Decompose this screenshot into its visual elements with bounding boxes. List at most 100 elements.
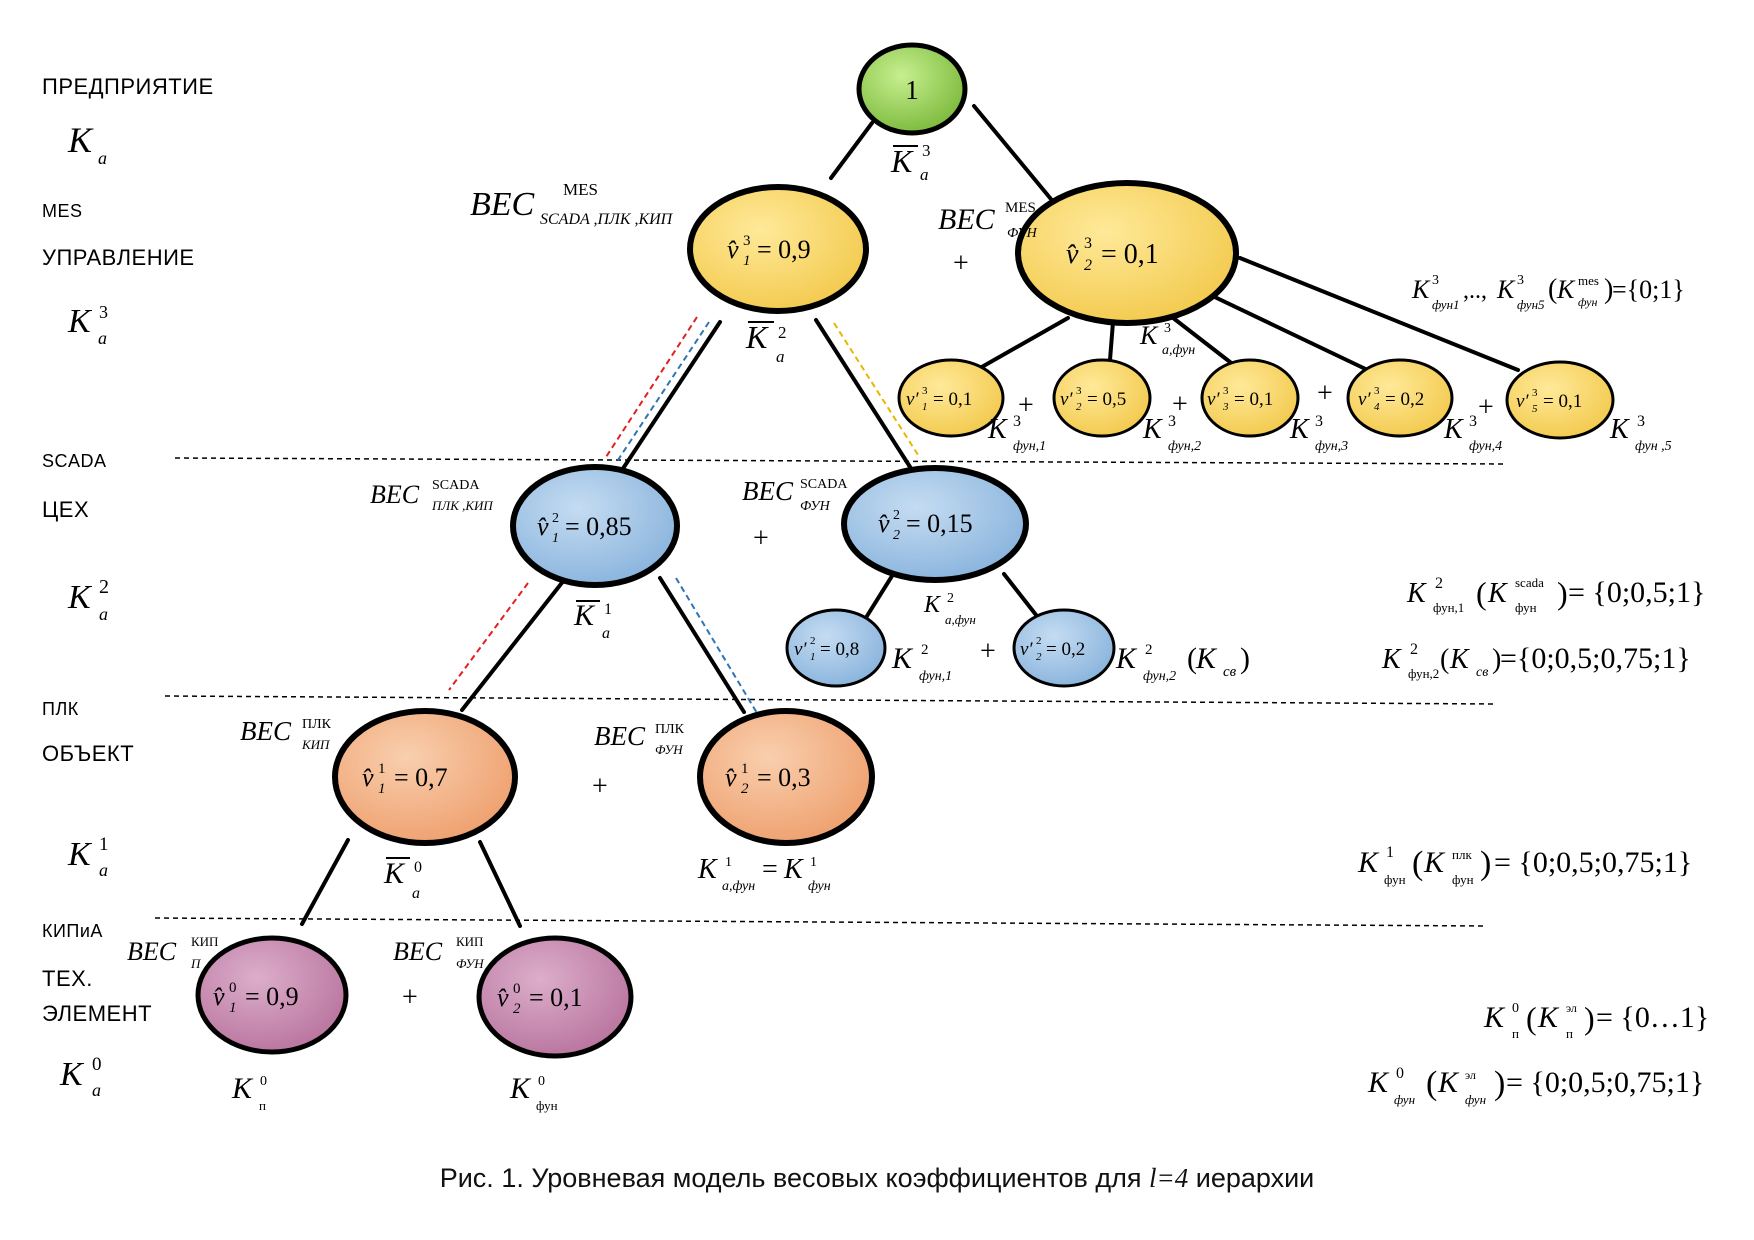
svg-text:ВЕС: ВЕС [594,721,646,751]
svg-text:K: K [890,143,914,179]
svg-text:K: K [1357,846,1380,879]
svg-text:MES: MES [1005,200,1036,216]
node-l3-2 [1015,180,1239,326]
svg-text:1: 1 [229,1000,237,1016]
svg-text:K: K [509,1072,532,1105]
caption-text: Рис. 1. Уровневая модель весовых коэффиц… [439,1163,1150,1193]
weight-scada-plc-kip: ВЕС SCADA ПЛК ,КИП [370,478,494,513]
weight-plc-fun: ВЕС ПЛК ФУН [594,721,685,757]
svg-text:3: 3 [743,233,751,249]
node-root [856,42,968,136]
svg-text:a: a [602,625,610,642]
svg-text:3: 3 [99,302,108,322]
svg-text:3: 3 [1532,387,1538,399]
svg-text:K: K [1406,578,1427,609]
svg-text:0: 0 [513,981,521,997]
svg-text:П: П [190,956,202,971]
svg-text:a: a [412,885,420,902]
figure-caption: Рис. 1. Уровневая модель весовых коэффиц… [0,1163,1754,1194]
svg-text:+: + [1172,389,1188,420]
node-l2-2 [841,465,1029,583]
node-l3-f1-label: v′ 1 3 = 0,1 [906,385,972,413]
coefficient-labels: K a 3 K a 2 K a 1 K a 0 K a,фун 3 K [231,141,1672,1113]
edge-l1-1-l0-2 [478,840,522,928]
separator-kip [154,917,1486,927]
svg-text:3: 3 [1469,413,1477,430]
node-l3-f5-label: v′ 5 3 = 0,1 [1516,387,1582,415]
svg-text:K: K [923,592,942,618]
svg-text:): ) [1494,1065,1505,1102]
weight-mes-scada-plc-kip: ВЕС MES SCADA ,ПЛК ,КИП [470,180,674,228]
edge-l2-2-f2 [1002,572,1042,622]
svg-text:ФУН: ФУН [655,742,683,757]
node-l3-f3-label: v′ 3 3 = 0,1 [1207,385,1273,413]
edge-l2-1-l1-1 [460,573,570,712]
svg-text:= 0,5: = 0,5 [1087,389,1126,410]
node-l0-1 [195,935,349,1055]
svg-text:фун: фун [1515,600,1537,615]
svg-text:фун: фун [1384,872,1406,887]
svg-text:K: K [1115,642,1138,675]
svg-text:v̂: v̂ [727,235,739,264]
svg-text:v′: v′ [1020,639,1033,660]
svg-text:= 0,2: = 0,2 [1385,389,1424,410]
level-symbols: K a K a 3 K a 2 K a 1 K a 0 [59,120,109,1100]
svg-text:2: 2 [1036,635,1042,647]
svg-text:2: 2 [1036,651,1042,663]
separator-scada [174,457,1506,465]
svg-text:3: 3 [1223,385,1229,397]
svg-text:K: K [1423,846,1446,879]
node-root-label: 1 [905,75,919,105]
svg-text:1: 1 [741,761,749,777]
level-object: ОБЪЕКТ [42,741,135,766]
weight-kip-fun: ВЕС КИП ФУН [393,934,484,971]
svg-text:ВЕС: ВЕС [393,937,443,966]
svg-text:SCADA: SCADA [800,477,848,492]
svg-text:0: 0 [1512,1001,1519,1016]
svg-text:2: 2 [893,508,900,523]
svg-text:+: + [953,248,969,279]
node-l3-f3 [1200,358,1300,438]
svg-text:(: ( [1548,274,1557,305]
svg-text:фун: фун [1394,1092,1415,1107]
node-l2-1-label: v̂ 1 2 = 0,85 [537,511,632,546]
svg-text:0: 0 [229,980,237,996]
svg-text:K: K [1139,321,1159,350]
red-dash-lower [448,582,529,691]
node-l2-2-label: v̂ 2 2 = 0,15 [878,508,973,543]
svg-text:3: 3 [1637,413,1645,430]
svg-text:(: ( [1526,1000,1537,1036]
svg-text:K: K [67,303,93,340]
node-l3-f2-label: v′ 2 3 = 0,5 [1060,385,1126,413]
level-symbol-enterprise: K a [67,120,107,168]
k-fun-3-1: K фун,1 3 [987,413,1046,454]
svg-text:K: K [67,836,93,873]
edge-l1-1-l0-1 [300,838,350,926]
svg-text:эл: эл [1566,1001,1577,1015]
svg-text:фун,1: фун,1 [919,669,952,684]
separator-plc [164,695,1496,705]
svg-text:K: K [1437,1066,1460,1099]
svg-text:= {0…1}: = {0…1} [1596,1001,1709,1034]
weight-mes-fun: ВЕС MES ФУН [938,200,1038,241]
level-separators [154,457,1506,927]
svg-text:фун: фун [1465,1092,1486,1107]
svg-text:v̂: v̂ [497,983,509,1012]
svg-text:2: 2 [810,635,816,647]
svg-text:=: = [762,854,778,885]
svg-text:2: 2 [893,528,900,543]
svg-text:a: a [920,165,929,184]
svg-text:K: K [1609,414,1630,445]
svg-text:+: + [980,636,996,667]
svg-text:3: 3 [922,141,931,160]
level-plc: ПЛК [42,699,79,719]
svg-text:1: 1 [922,401,928,413]
svg-text:4: 4 [1374,401,1380,413]
svg-text:a,фун: a,фун [722,879,755,894]
node-l2-f2-label: v′ 2 2 = 0,2 [1020,635,1085,663]
level-symbol-1: K a 1 [67,834,109,880]
svg-text:,..,: ,.., [1463,278,1487,304]
svg-text:св: св [1223,664,1237,680]
formula-level-0b: K фун 0 ( K фун эл ) = {0;0,5;0,75;1} [1367,1065,1704,1107]
